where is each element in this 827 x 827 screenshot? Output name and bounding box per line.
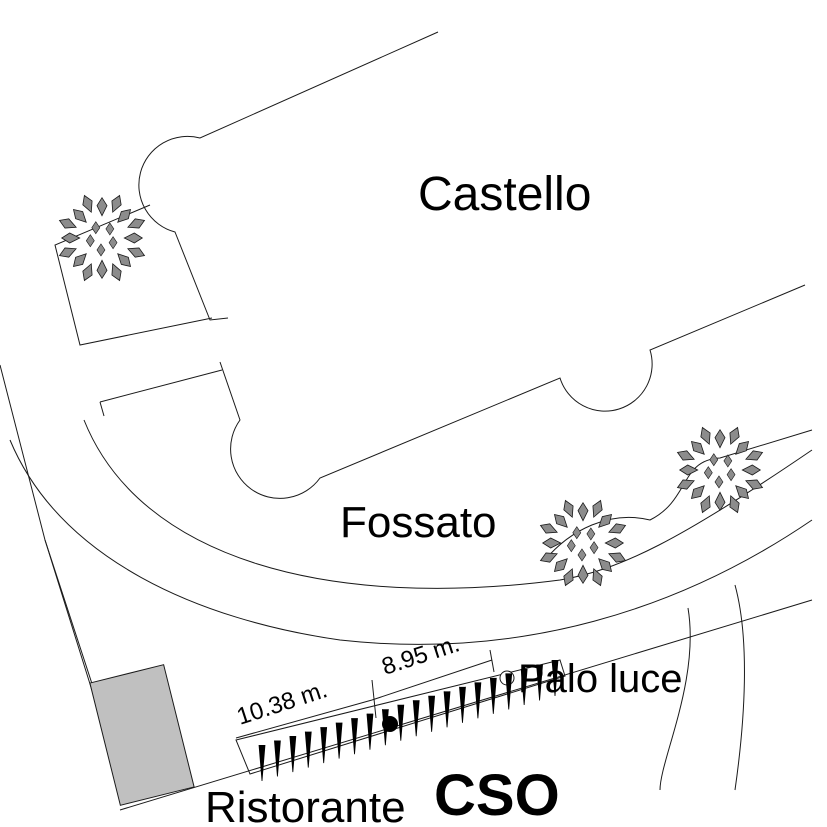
label-cso: CSO xyxy=(434,763,560,827)
spike-mark xyxy=(474,682,482,719)
spike-mark xyxy=(459,686,466,723)
spike-mark xyxy=(335,722,343,759)
spike-mark xyxy=(489,677,497,714)
spike-mark xyxy=(551,659,559,697)
castle-outline xyxy=(138,31,439,321)
terrace-strip xyxy=(235,659,566,775)
spike-mark xyxy=(381,709,389,746)
spike-mark xyxy=(428,695,436,732)
tree-icon xyxy=(58,194,146,282)
label-palo-luce: Palo luce xyxy=(518,657,683,701)
moat-outer-arc xyxy=(9,439,813,645)
tree-icon xyxy=(539,499,627,587)
moat-edge xyxy=(544,429,813,561)
restaurant-building xyxy=(89,664,195,806)
tree-icon xyxy=(676,426,764,514)
spike-mark xyxy=(274,740,281,777)
road-curb-right-2 xyxy=(734,584,745,791)
moat-inner-arc xyxy=(83,419,813,589)
label-dimension-2: 8.95 m. xyxy=(379,630,463,680)
castle-annex-outline xyxy=(54,204,213,346)
spike-mark xyxy=(397,704,405,741)
spike-mark xyxy=(351,718,358,755)
spike-mark xyxy=(304,731,312,768)
spike-mark xyxy=(536,664,543,701)
spike-mark xyxy=(505,673,513,710)
label-ristorante: Ristorante xyxy=(205,783,406,827)
dimension-tick xyxy=(371,679,377,719)
spike-mark xyxy=(366,713,374,750)
spike-mark xyxy=(443,691,451,728)
spike-mark xyxy=(258,744,266,782)
dimension-line-2 xyxy=(371,659,493,701)
bridge-line xyxy=(99,369,223,403)
label-castello: Castello xyxy=(418,168,591,221)
dimension-tick-2 xyxy=(489,649,495,673)
road-curb-right xyxy=(659,607,691,791)
spike-mark xyxy=(520,668,528,705)
bridge-line-2 xyxy=(99,401,105,417)
spike-mark xyxy=(289,736,297,773)
label-dimension-1: 10.38 m. xyxy=(234,676,331,731)
label-fossato: Fossato xyxy=(340,498,497,547)
dimension-line-1 xyxy=(235,699,373,739)
spike-mark xyxy=(412,700,420,737)
spike-mark xyxy=(320,727,328,764)
castle-lower-wall xyxy=(219,284,806,499)
